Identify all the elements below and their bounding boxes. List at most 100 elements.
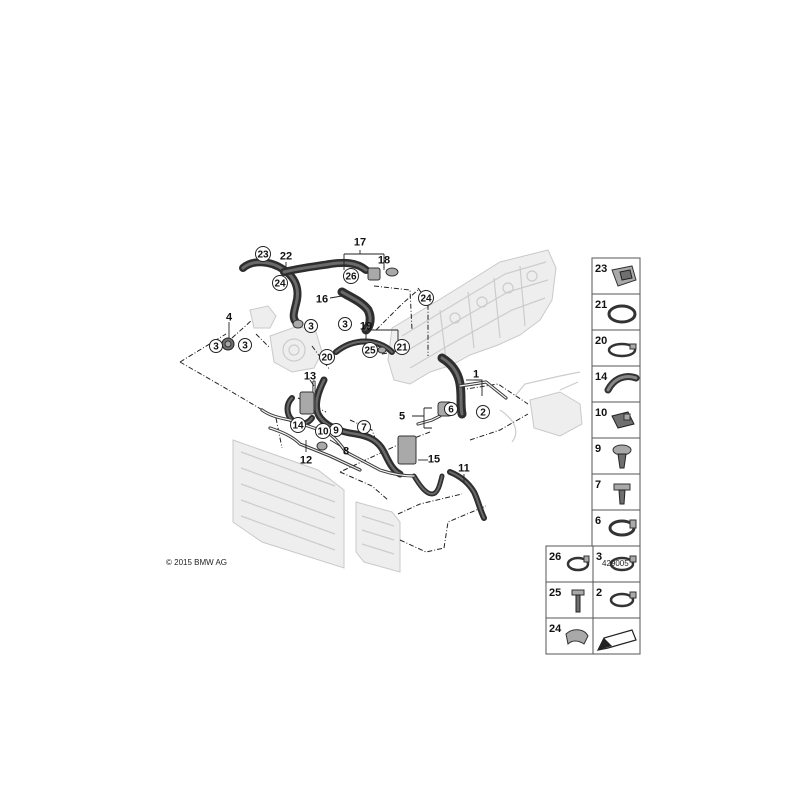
callout-17: 17 bbox=[354, 237, 366, 249]
parts-panel: 23 21 20 14 10 9 7 6 26 25 24 3 2 bbox=[545, 257, 641, 655]
callout-number: 5 bbox=[399, 411, 405, 423]
panel-part-number-7: 7 bbox=[595, 479, 601, 491]
callout-number: 14 bbox=[292, 421, 304, 432]
callout-18: 18 bbox=[378, 255, 390, 267]
hose-section-icon bbox=[604, 373, 640, 394]
callout-number: 16 bbox=[316, 294, 328, 306]
panel-part-number-24: 24 bbox=[549, 623, 562, 635]
hoses bbox=[239, 258, 487, 521]
callout-number: 23 bbox=[257, 250, 269, 261]
callout-number: 3 bbox=[213, 342, 219, 353]
callout-12: 12 bbox=[300, 455, 312, 467]
callout-number: 6 bbox=[448, 405, 454, 416]
o-ring-icon bbox=[607, 304, 637, 324]
expanding-rivet-icon bbox=[612, 444, 632, 469]
callout-number: 1 bbox=[473, 369, 479, 381]
callout-number: 8 bbox=[343, 446, 349, 458]
panel-part-number-14: 14 bbox=[595, 371, 608, 383]
panel-part-number-10: 10 bbox=[595, 407, 607, 419]
callout-15: 15 bbox=[428, 454, 440, 466]
callout-number: 20 bbox=[321, 353, 333, 364]
callout-number: 7 bbox=[361, 423, 367, 434]
callout-7: 7 bbox=[357, 420, 371, 434]
callout-24: 24 bbox=[272, 275, 288, 291]
callout-number: 3 bbox=[308, 322, 314, 333]
water-pump-ghost bbox=[249, 305, 323, 373]
aux-radiator-ghost bbox=[355, 501, 401, 573]
callout-16: 16 bbox=[316, 294, 328, 306]
callout-number: 10 bbox=[317, 427, 329, 438]
panel-part-number-26: 26 bbox=[549, 551, 561, 563]
callout-3: 3 bbox=[304, 319, 318, 333]
panel-part-number-3: 3 bbox=[596, 551, 602, 563]
scene-parts bbox=[221, 267, 453, 465]
callout-number: 21 bbox=[396, 343, 408, 354]
callout-6: 6 bbox=[444, 402, 458, 416]
callout-9: 9 bbox=[329, 423, 343, 437]
callout-number: 9 bbox=[333, 426, 339, 437]
panel-part-number-9: 9 bbox=[595, 443, 601, 455]
callout-4: 4 bbox=[226, 312, 233, 324]
panel-part-number-2: 2 bbox=[596, 587, 602, 599]
callout-24: 24 bbox=[418, 290, 434, 306]
radiator-ghost bbox=[232, 439, 345, 569]
clamp-icon-26 bbox=[566, 555, 590, 572]
hose-clip-icon-24 bbox=[565, 629, 589, 646]
hose-clip-icon bbox=[611, 265, 637, 287]
callout-number: 15 bbox=[428, 454, 440, 466]
callout-25: 25 bbox=[362, 342, 378, 358]
callout-26: 26 bbox=[343, 268, 359, 284]
callout-number: 13 bbox=[304, 371, 316, 383]
screw-icon bbox=[613, 483, 631, 505]
arrow-icon bbox=[596, 629, 637, 651]
callout-20: 20 bbox=[319, 349, 335, 365]
hose-clamp-icon bbox=[607, 342, 637, 358]
callout-number: 3 bbox=[242, 341, 248, 352]
callout-number: 22 bbox=[280, 251, 292, 263]
callout-number: 4 bbox=[226, 312, 233, 324]
engine-block-ghost bbox=[387, 249, 557, 385]
callout-14: 14 bbox=[290, 417, 306, 433]
panel-part-number-25: 25 bbox=[549, 587, 561, 599]
callout-21: 21 bbox=[394, 339, 410, 355]
callout-5: 5 bbox=[399, 411, 405, 423]
callout-number: 3 bbox=[342, 320, 348, 331]
callout-2: 2 bbox=[476, 405, 490, 419]
callout-22: 22 bbox=[280, 251, 292, 263]
bolt-icon-25 bbox=[571, 589, 585, 613]
callout-number: 2 bbox=[480, 408, 486, 419]
callout-number: 18 bbox=[378, 255, 390, 267]
callout-3: 3 bbox=[238, 338, 252, 352]
leader-lines bbox=[228, 250, 483, 482]
callout-number: 26 bbox=[345, 272, 357, 283]
spring-clamp-icon bbox=[608, 519, 637, 537]
callout-3: 3 bbox=[209, 339, 223, 353]
callout-3: 3 bbox=[338, 317, 352, 331]
panel-part-number-20: 20 bbox=[595, 335, 607, 347]
callout-number: 12 bbox=[300, 455, 312, 467]
copyright-text: © 2015 BMW AG bbox=[166, 558, 227, 567]
diagram-number: 429005 bbox=[602, 559, 629, 568]
callout-11: 11 bbox=[458, 463, 470, 475]
callout-19: 19 bbox=[360, 321, 372, 333]
callout-8: 8 bbox=[343, 446, 349, 458]
panel-part-number-6: 6 bbox=[595, 515, 601, 527]
callout-number: 17 bbox=[354, 237, 366, 249]
clamp-icon-3 bbox=[609, 555, 637, 572]
clamp-icon-2 bbox=[609, 591, 637, 608]
callout-number: 11 bbox=[458, 463, 470, 475]
callout-number: 19 bbox=[360, 321, 372, 333]
callout-number: 24 bbox=[274, 279, 286, 290]
callout-1: 1 bbox=[473, 369, 479, 381]
panel-part-number-21: 21 bbox=[595, 299, 607, 311]
panel-part-number-23: 23 bbox=[595, 263, 607, 275]
clip-icon bbox=[611, 411, 635, 429]
callout-10: 10 bbox=[315, 423, 331, 439]
callout-13: 13 bbox=[304, 371, 316, 383]
callout-number: 25 bbox=[364, 346, 376, 357]
callout-number: 24 bbox=[420, 294, 432, 305]
expansion-tank-ghost bbox=[499, 371, 583, 443]
callout-23: 23 bbox=[255, 246, 271, 262]
